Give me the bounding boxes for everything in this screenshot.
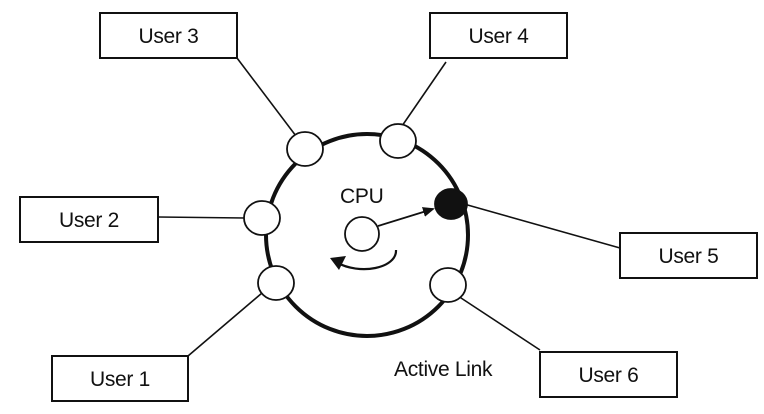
box-user-5: User 5 bbox=[619, 232, 758, 279]
box-user-2: User 2 bbox=[19, 196, 159, 243]
link-user-6 bbox=[457, 295, 541, 351]
link-user-2 bbox=[157, 216, 246, 219]
rotation-arrowhead bbox=[330, 256, 346, 270]
port-user-3 bbox=[286, 131, 324, 167]
box-user-3: User 3 bbox=[99, 12, 238, 59]
cpu-hub bbox=[344, 216, 380, 252]
link-user-5-active bbox=[463, 203, 621, 249]
link-user-3 bbox=[236, 57, 297, 137]
port-user-6 bbox=[429, 267, 467, 303]
link-user-4 bbox=[401, 61, 447, 127]
rotation-arrow bbox=[335, 249, 398, 271]
port-user-5-active bbox=[434, 188, 468, 220]
active-link-label: Active Link bbox=[394, 358, 493, 381]
user-1-label: User 1 bbox=[90, 368, 150, 391]
user-4-label: User 4 bbox=[468, 25, 529, 48]
user-2-label: User 2 bbox=[59, 209, 119, 232]
cpu-pointer-arrow bbox=[377, 207, 435, 227]
port-user-2 bbox=[243, 200, 281, 236]
user-5-label: User 5 bbox=[658, 245, 718, 268]
user-3-label: User 3 bbox=[138, 25, 198, 48]
box-user-6: User 6 bbox=[539, 351, 678, 398]
link-user-1 bbox=[187, 292, 263, 357]
box-user-4: User 4 bbox=[429, 12, 568, 59]
user-6-label: User 6 bbox=[578, 364, 638, 387]
port-user-4 bbox=[379, 123, 417, 159]
cpu-label: CPU bbox=[340, 185, 383, 208]
port-user-1 bbox=[257, 265, 295, 301]
box-user-1: User 1 bbox=[51, 355, 189, 402]
